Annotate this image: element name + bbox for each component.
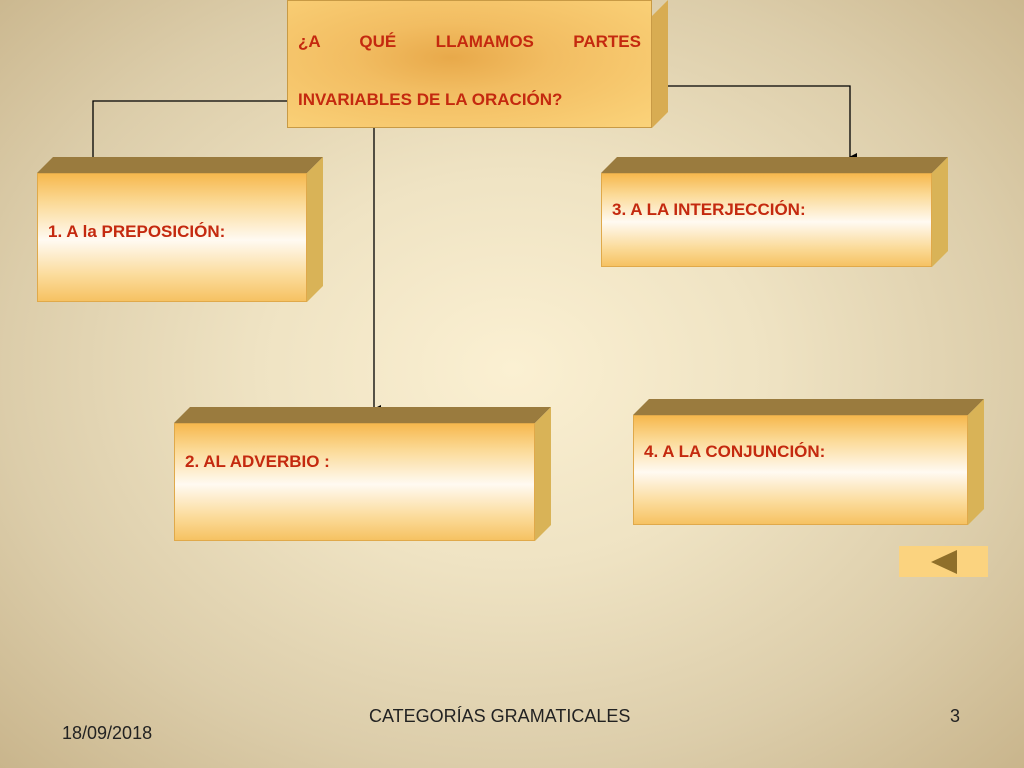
title-box-side [652,0,668,128]
box-top-face [601,157,948,173]
footer-title: CATEGORÍAS GRAMATICALES [369,706,631,726]
box-front-face: 2. AL ADVERBIO : [174,423,535,541]
back-triangle-icon [930,549,957,574]
preposition-label: 1. A la PREPOSICIÓN: [48,222,226,241]
footer-date: 18/09/2018 [62,723,153,743]
title-line-1: ¿A QUÉ LLAMAMOS PARTES [298,32,641,51]
box-front-face: 4. A LA CONJUNCIÓN: [633,415,968,525]
box-top-face [174,407,551,423]
box-front-face: 1. A la PREPOSICIÓN: [37,173,307,302]
adverb-box: 2. AL ADVERBIO : [174,407,551,541]
conjunction-label: 4. A LA CONJUNCIÓN: [644,442,826,461]
back-button[interactable] [899,546,988,577]
box-side-face [307,157,323,302]
connector-to-preposition [92,100,287,167]
preposition-box: 1. A la PREPOSICIÓN: [37,157,323,302]
box-side-face [932,157,948,267]
box-side-face [968,399,984,525]
box-side-face [535,407,551,541]
interjection-box: 3. A LA INTERJECCIÓN: [601,157,948,267]
connector-to-interjection [650,85,857,161]
box-top-face [633,399,984,415]
adverb-label: 2. AL ADVERBIO : [185,452,330,471]
box-top-face [37,157,323,173]
slide-number: 3 [950,706,961,726]
title-box: ¿A QUÉ LLAMAMOS PARTES INVARIABLES DE LA… [287,0,652,128]
title-line-2: INVARIABLES DE LA ORACIÓN? [298,90,563,109]
conjunction-box: 4. A LA CONJUNCIÓN: [633,399,984,525]
box-front-face: 3. A LA INTERJECCIÓN: [601,173,932,267]
interjection-label: 3. A LA INTERJECCIÓN: [612,200,806,219]
